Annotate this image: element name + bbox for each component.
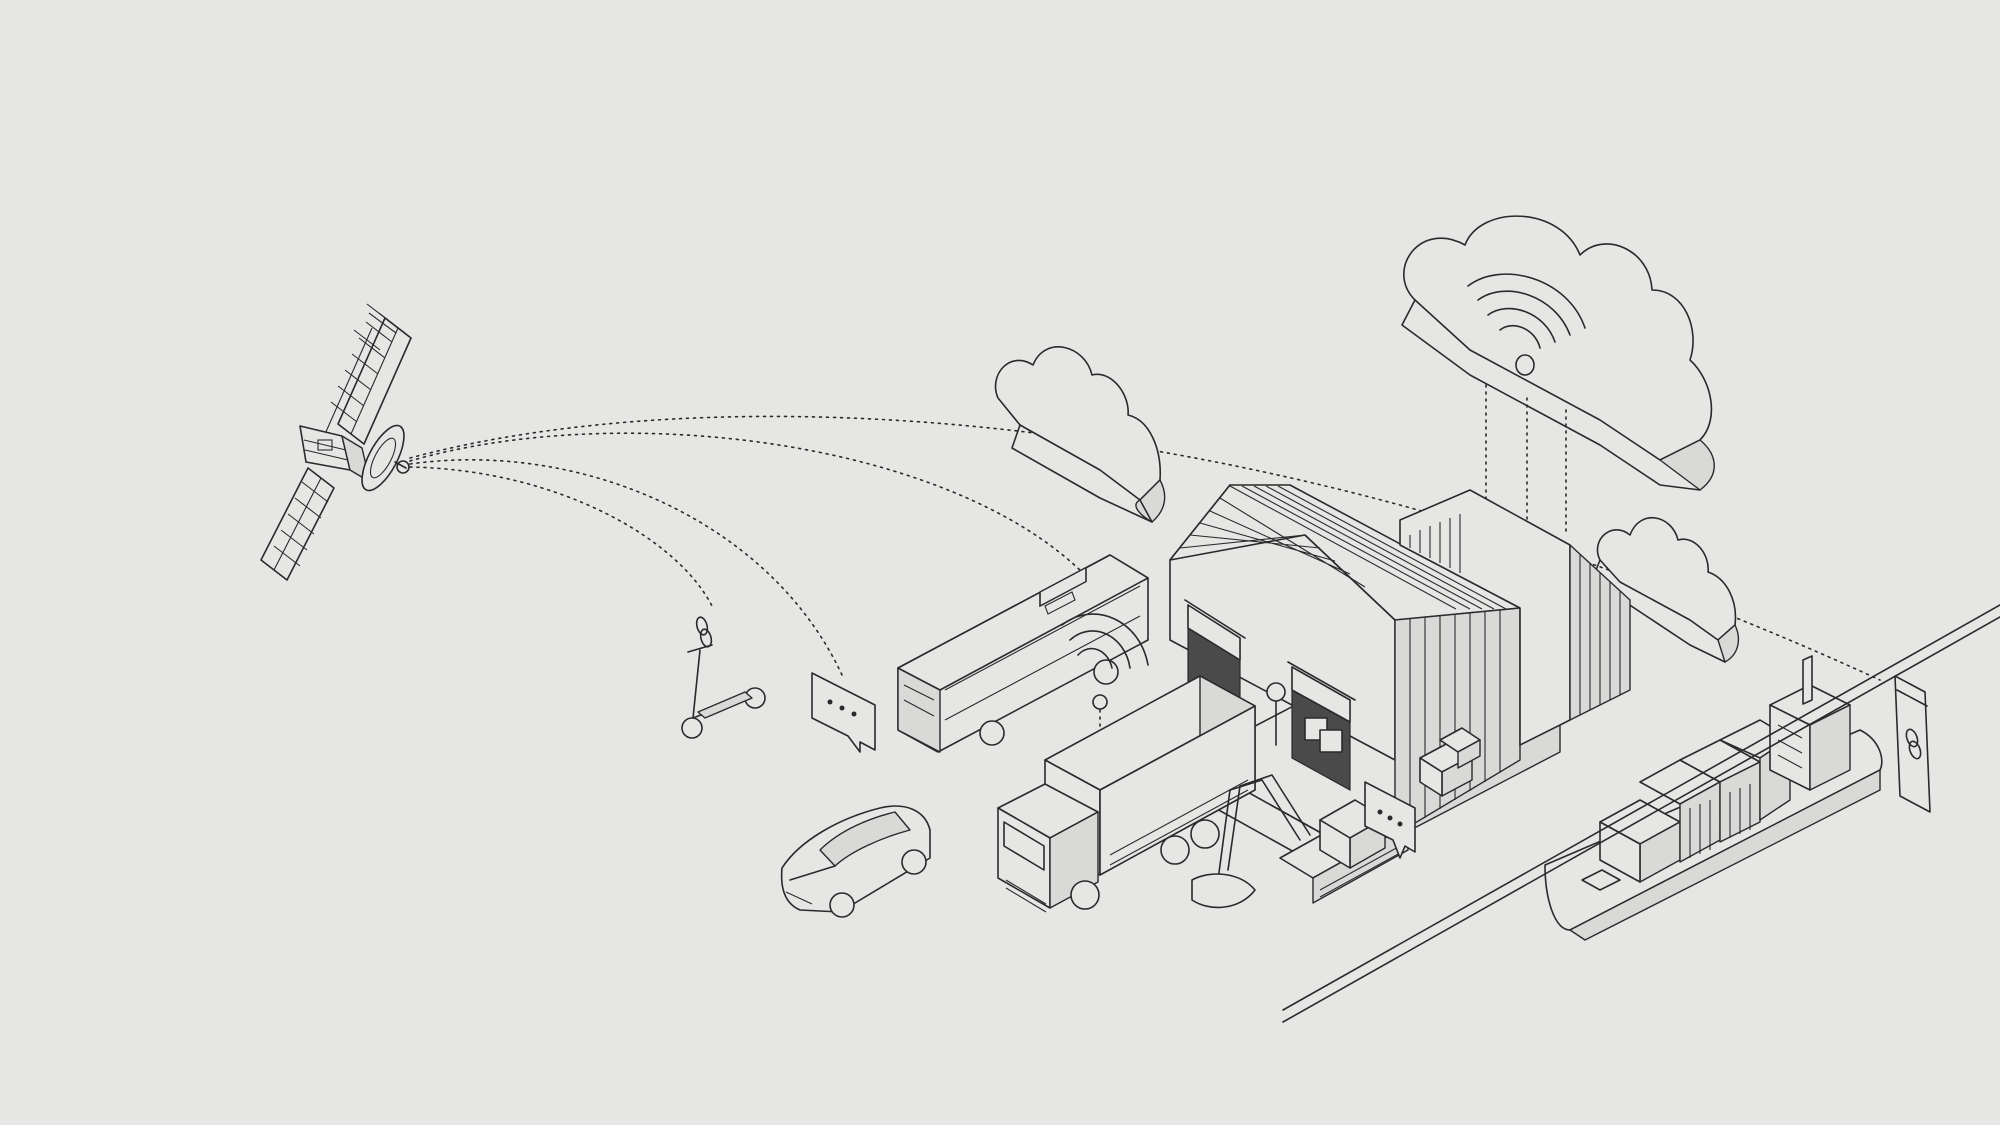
car bbox=[780, 805, 931, 918]
bus bbox=[897, 554, 1149, 753]
cloud-left-icon bbox=[994, 346, 1166, 523]
shoreline bbox=[1282, 604, 2000, 1023]
satellite-icon bbox=[260, 303, 412, 581]
chat-bubble-icon bbox=[811, 672, 876, 753]
link-icon-phone bbox=[1905, 728, 1922, 760]
cargo-ship bbox=[1544, 655, 1883, 941]
satellite-body bbox=[299, 424, 410, 492]
chat-bubble-icon-2 bbox=[1364, 781, 1416, 859]
cargo-boxes bbox=[1419, 727, 1481, 797]
wifi-signal-icon bbox=[1061, 613, 1149, 710]
solar-panel-upper bbox=[324, 303, 412, 445]
wifi-icon bbox=[1467, 273, 1586, 376]
smartphone-icon bbox=[1894, 675, 1931, 813]
link-icon bbox=[695, 616, 713, 648]
cloud-wifi-icon bbox=[1401, 215, 1715, 491]
truck bbox=[997, 675, 1256, 913]
e-scooter bbox=[681, 644, 766, 739]
solar-panel-lower bbox=[260, 467, 335, 581]
